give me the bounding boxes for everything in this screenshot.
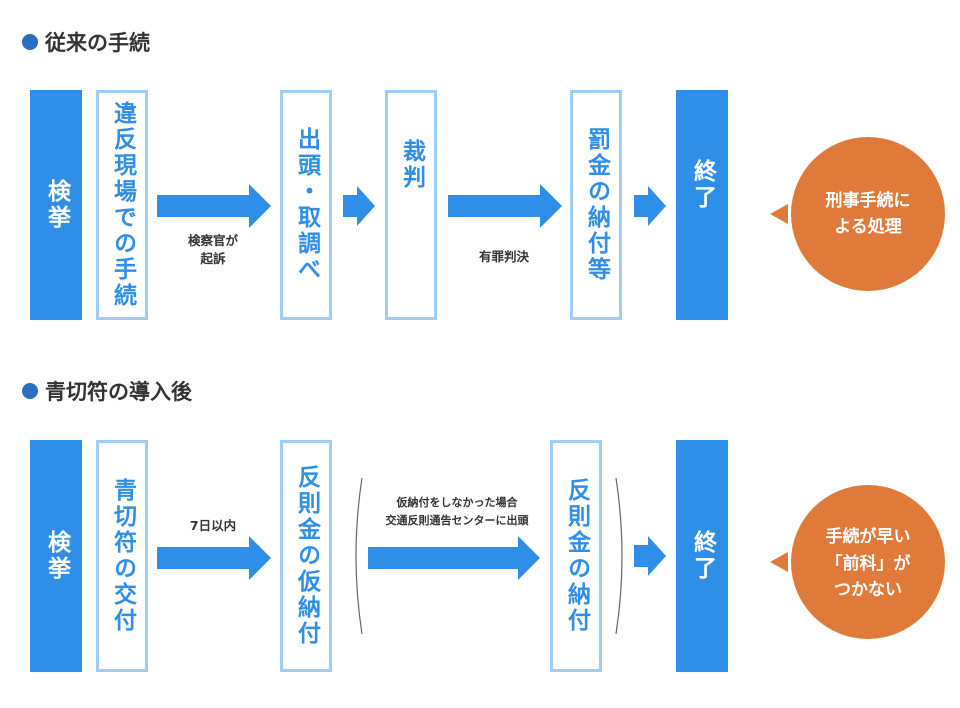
- bubble-line: つかない: [834, 580, 902, 601]
- speech-bubble-benefit: [770, 485, 945, 639]
- step-penalty-payment: 反則金の納付: [550, 440, 602, 672]
- bubble-line: 「前科」が: [825, 553, 911, 574]
- step-arrest: 検挙: [30, 90, 82, 320]
- label-verdict: 有罪判決: [452, 248, 556, 266]
- step-label: 検挙: [43, 179, 70, 231]
- step-trial: 裁判: [385, 90, 437, 320]
- step-blue-ticket-issue: 青切符の交付: [96, 440, 148, 672]
- bracket-left-icon: [355, 477, 363, 635]
- step-onsite-procedure: 違反現場での手続: [96, 90, 148, 320]
- label-verdict-text: 有罪判決: [478, 249, 529, 264]
- step-label: 青切符の交付: [109, 478, 136, 634]
- label-prosecution: 検察官が 起訴: [161, 232, 265, 268]
- step-fine-payment: 罰金の納付等: [570, 90, 622, 320]
- label-prosecution-line2: 起訴: [200, 251, 226, 267]
- arrow-right-icon: [343, 186, 375, 226]
- bubble-text-criminal: 刑事手続に よる処理: [788, 160, 948, 268]
- step-label: 反則金の仮納付: [293, 465, 320, 647]
- step-label: 違反現場での手続: [109, 101, 136, 309]
- label-no-payment-line1: 仮納付をしなかった場合: [396, 496, 518, 509]
- bullet-icon: [22, 383, 38, 399]
- step-appearance-interrogation: 出頭・取調べ: [280, 90, 332, 320]
- section-title-text: 青切符の導入後: [45, 380, 192, 404]
- bullet-icon: [22, 34, 38, 50]
- step-label: 終了: [689, 159, 716, 211]
- bracket-right-icon: [615, 477, 623, 635]
- bubble-line: 刑事手続に: [825, 190, 911, 211]
- step-end: 終了: [676, 90, 728, 320]
- arrow-right-icon: [634, 186, 666, 226]
- step-label: 検挙: [43, 530, 70, 582]
- step-label: 反則金の納付: [563, 478, 590, 634]
- speech-bubble-criminal: [770, 137, 945, 291]
- step-arrest: 検挙: [30, 440, 82, 672]
- step-provisional-payment: 反則金の仮納付: [280, 440, 332, 672]
- bubble-line: よる処理: [834, 217, 902, 237]
- arrow-right-icon: [448, 184, 562, 228]
- step-end: 終了: [676, 440, 728, 672]
- step-label: 終了: [689, 530, 716, 582]
- arrow-right-icon: [157, 184, 271, 228]
- section-title-text: 従来の手続: [45, 31, 150, 55]
- section-title-blue-ticket: 青切符の導入後: [22, 376, 192, 406]
- arrow-right-icon: [634, 536, 666, 576]
- step-label: 裁判: [398, 139, 425, 191]
- label-within-days-text: 7日以内: [189, 518, 237, 533]
- bubble-line: 手続が早い: [825, 527, 911, 548]
- step-label: 罰金の納付等: [583, 127, 610, 283]
- arrow-right-icon: [157, 536, 271, 580]
- section-title-conventional: 従来の手続: [22, 27, 150, 57]
- bubble-text-benefit: 手続が早い 「前科」が つかない: [788, 506, 948, 622]
- label-no-payment: 仮納付をしなかった場合 交通反則通告センターに出頭: [362, 494, 552, 529]
- label-prosecution-line1: 検察官が: [187, 233, 238, 248]
- label-no-payment-line2: 交通反則通告センターに出頭: [385, 513, 529, 527]
- step-label: 出頭・取調べ: [293, 127, 320, 283]
- label-within-days: 7日以内: [161, 517, 265, 535]
- arrow-right-icon: [368, 536, 540, 580]
